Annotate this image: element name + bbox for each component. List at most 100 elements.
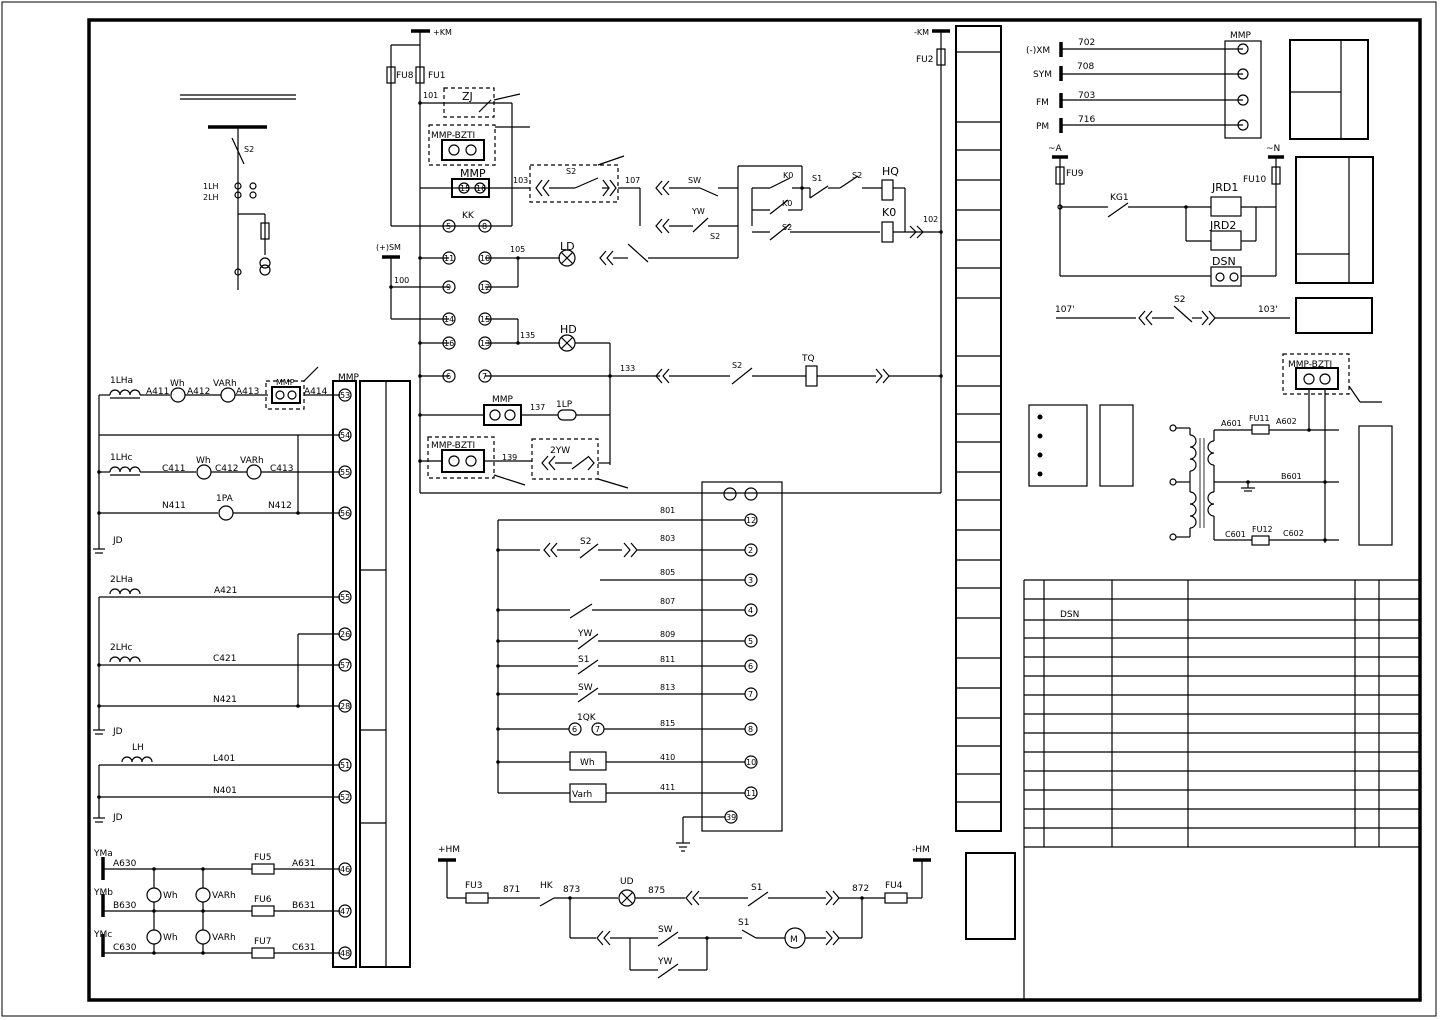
ct-term-57: 57 <box>340 661 350 670</box>
k0-coil-label: K0 <box>882 206 896 219</box>
ct-jd2-label: JD <box>112 727 123 737</box>
hm-neg-label: -HM <box>912 845 930 855</box>
fuse-fu10 <box>1271 166 1281 185</box>
jrd1-label: JRD1 <box>1211 181 1238 194</box>
wire-c631-label: C631 <box>292 943 315 953</box>
hd-label: HD <box>560 323 577 336</box>
ct-term-26: 26 <box>340 630 350 639</box>
sig-wh-label: Wh <box>580 758 595 768</box>
motor-s1b-label: S1 <box>738 918 749 928</box>
ct-2lhc-label: 2LHc <box>110 643 133 653</box>
sig-term-3: 3 <box>748 576 753 585</box>
sig-s1-label: S1 <box>578 655 589 665</box>
sig-term-11: 11 <box>746 789 756 798</box>
heater-jrd1 <box>1210 196 1242 217</box>
meter-varh-1 <box>220 387 236 403</box>
ct-current-circuit: MMP 1LHa A411 Wh A412 VARh A413 MMP A414 <box>93 366 411 968</box>
wire-716-label: 716 <box>1078 115 1095 125</box>
wire-107-label: 107 <box>625 176 640 185</box>
ld-label: LD <box>560 240 575 253</box>
ct-2lha-label: 2LHa <box>110 575 133 585</box>
wire-813-label: 813 <box>660 683 675 692</box>
fu1-label: FU1 <box>428 71 446 81</box>
s2-link-circuit: 107' S2 103' <box>1055 295 1373 334</box>
meter-wh-1 <box>170 387 186 403</box>
wire-a602-label: A602 <box>1276 417 1297 426</box>
wire-c601-label: C601 <box>1225 530 1246 539</box>
wire-b601-label: B601 <box>1281 472 1302 481</box>
motor-sw-label: SW <box>658 925 673 935</box>
wire-c630-label: C630 <box>113 943 137 953</box>
yw2-label: 2YW <box>550 446 570 456</box>
ct-jd1-label: JD <box>112 536 123 546</box>
fuse-fu6 <box>251 905 275 917</box>
sld-lh2-label: 2LH <box>203 193 219 202</box>
pm-label: PM <box>1036 122 1049 132</box>
coil-tq <box>805 365 818 387</box>
kk-term-16: 16 <box>444 339 454 348</box>
right-box-1 <box>1289 39 1369 140</box>
mmp-bzti-top-box <box>428 124 496 166</box>
yw2-box <box>531 438 599 480</box>
heater-circuit: ~A FU9 ~N FU10 KG1 JRD1 JRD2 DSN <box>1048 144 1374 287</box>
ct-term-55b: 55 <box>340 593 350 602</box>
wire-875-label: 875 <box>648 886 665 896</box>
wire-805-label: 805 <box>660 568 675 577</box>
kk-term-14: 14 <box>444 315 454 324</box>
ct-term-53: 53 <box>340 391 350 400</box>
jrd2-label: JRD2 <box>1209 219 1236 232</box>
pos-sm-label: (+)SM <box>376 243 401 252</box>
wire-c412-label: C412 <box>215 464 238 474</box>
kk-term-9: 9 <box>446 283 451 292</box>
lamp-ld <box>558 249 576 267</box>
wire-807-label: 807 <box>660 597 675 606</box>
kk-term-12: 12 <box>480 283 490 292</box>
vt-wh-label: Wh <box>163 891 178 901</box>
sig-term-12: 12 <box>746 516 756 525</box>
hm-pos-label: +HM <box>438 845 460 855</box>
hk-label: HK <box>540 881 554 891</box>
sig-term-6: 6 <box>748 662 753 671</box>
right-box-5 <box>1099 404 1134 487</box>
fuse-fu1 <box>415 66 425 84</box>
meter-wh-sig <box>569 751 607 771</box>
ct-wh2-label: Wh <box>196 456 211 466</box>
single-line-diagram: S2 1LH 2LH <box>180 94 296 290</box>
wire-a601-label: A601 <box>1221 419 1242 428</box>
wire-a413-label: A413 <box>236 387 259 397</box>
ct-jd3-label: JD <box>112 813 123 823</box>
neg-km-label: -KM <box>914 28 929 37</box>
kk-label: KK <box>462 211 475 221</box>
kk-term-8: 8 <box>482 222 487 231</box>
ct-1pa-label: 1PA <box>216 494 234 504</box>
right-box-2 <box>1295 156 1374 284</box>
s2-a-label: S2 <box>566 167 576 176</box>
wire-872-label: 872 <box>852 884 869 894</box>
wire-801-label: 801 <box>660 506 675 515</box>
wire-b630-label: B630 <box>113 901 137 911</box>
ct-term-51: 51 <box>340 761 350 770</box>
right-box-4 <box>1028 404 1088 487</box>
sig-term-4: 4 <box>748 606 753 615</box>
fu12-label: FU12 <box>1252 525 1273 534</box>
vt-term-48: 48 <box>340 949 350 958</box>
ac-n-label: ~N <box>1266 144 1280 154</box>
sld-s2-label: S2 <box>244 145 254 154</box>
ct-wh1-label: Wh <box>170 379 185 389</box>
control-bus: +KM FU8 FU1 -KM FU2 <box>386 28 950 494</box>
ct-term-56: 56 <box>340 509 350 518</box>
wire-a421-label: A421 <box>214 586 237 596</box>
kk-term-10: 10 <box>480 254 490 263</box>
right-box-3 <box>1295 297 1373 334</box>
sig-term-5: 5 <box>748 637 753 646</box>
fuse-fu2 <box>936 48 946 66</box>
meter-wh-2 <box>196 464 212 480</box>
sig-varh-label: Varh <box>572 790 592 800</box>
right-mmp-bzti-label: MMP-BZTI <box>1288 360 1332 370</box>
right-box-6 <box>1358 425 1393 546</box>
ct-1lhc-label: 1LHc <box>110 453 133 463</box>
wire-871-label: 871 <box>503 885 520 895</box>
fuse-fu9 <box>1055 166 1065 185</box>
